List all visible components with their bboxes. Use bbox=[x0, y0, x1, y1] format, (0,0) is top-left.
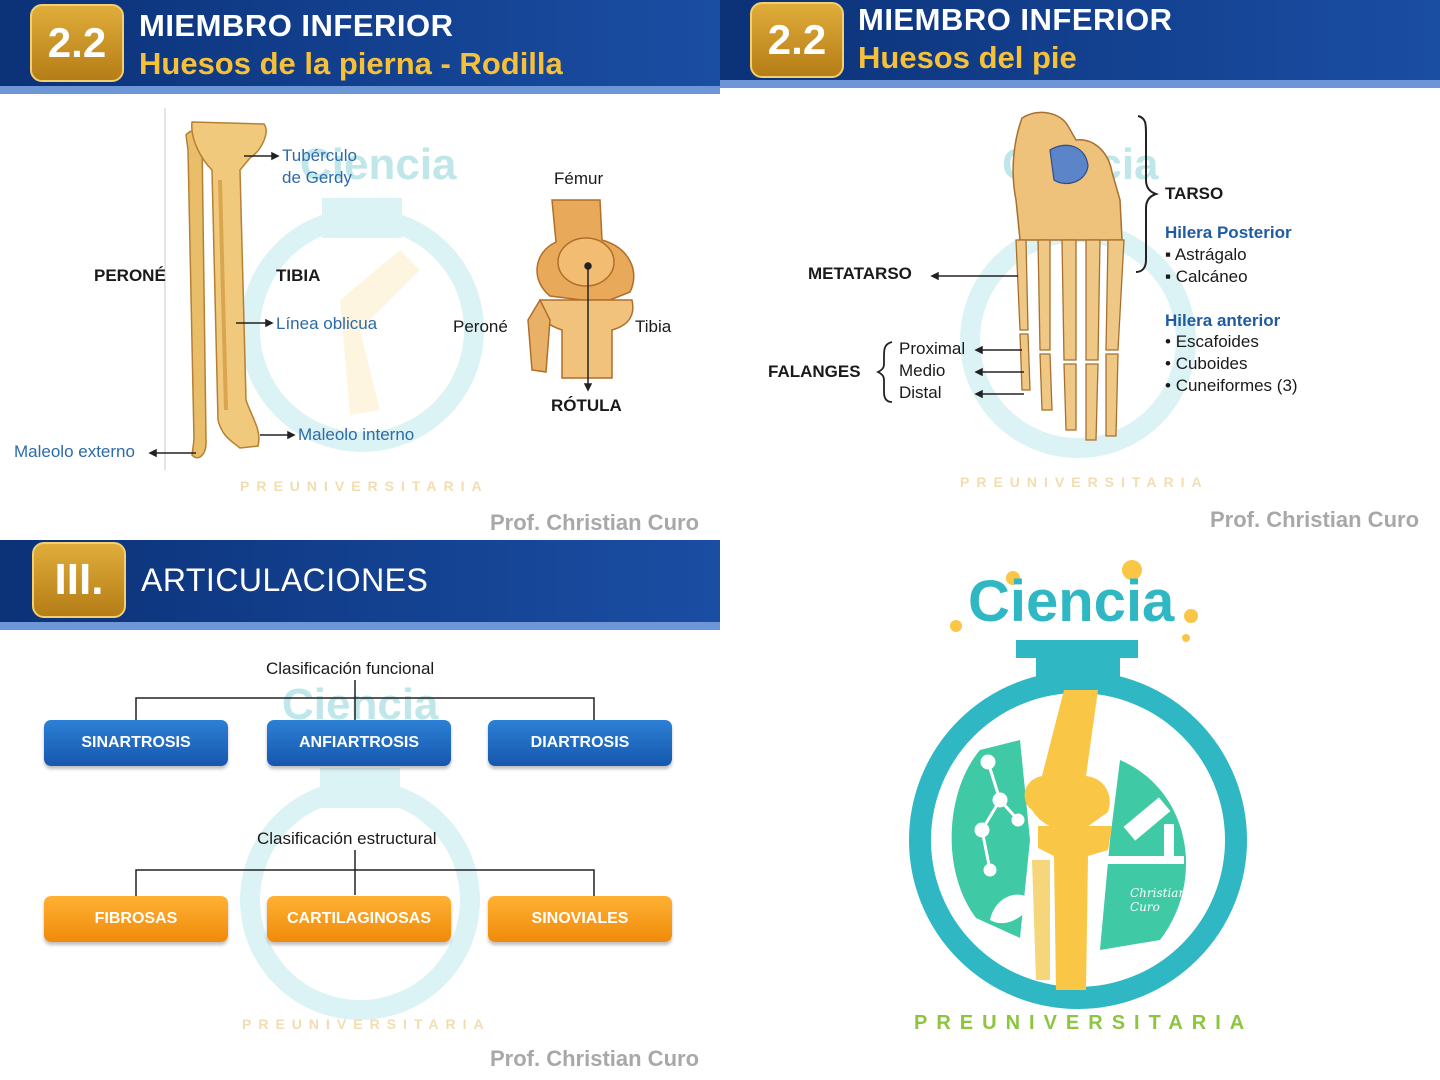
slide-title: ARTICULACIONES bbox=[141, 562, 429, 598]
label-clasificacion-funcional: Clasificación funcional bbox=[266, 659, 435, 678]
slide-title: MIEMBRO INFERIOR bbox=[858, 2, 1173, 37]
box-sinoviales: SINOVIALES bbox=[488, 896, 672, 942]
author-credit: Prof. Christian Curo bbox=[1210, 507, 1420, 532]
tibia-fibula-illustration bbox=[148, 108, 635, 470]
label-maleolo-interno: Maleolo interno bbox=[298, 425, 415, 444]
label-rotula: RÓTULA bbox=[551, 396, 622, 415]
box-fibrosas: FIBROSAS bbox=[44, 896, 228, 942]
label-cuneiformes: • Cuneiformes (3) bbox=[1165, 376, 1298, 395]
label-clasificacion-estructural: Clasificación estructural bbox=[257, 829, 437, 848]
label-calcaneo: ▪ Calcáneo bbox=[1165, 267, 1248, 286]
slide-leg-bones: 2.2 MIEMBRO INFERIOR Huesos de la pierna… bbox=[0, 0, 720, 540]
label-perone: PERONÉ bbox=[94, 266, 166, 285]
label-tibia: TIBIA bbox=[276, 266, 321, 285]
label-femur: Fémur bbox=[554, 169, 604, 188]
watermark-subtext: PREUNIVERSITARIA bbox=[242, 1016, 491, 1032]
label-medio: Medio bbox=[899, 361, 946, 380]
slide-header: 2.2 MIEMBRO INFERIOR Huesos de la pierna… bbox=[0, 0, 720, 94]
watermark-logo bbox=[240, 198, 484, 452]
watermark-text: Ciencia bbox=[300, 140, 457, 189]
label-tarso: TARSO bbox=[1165, 184, 1224, 203]
label-cuboides: • Cuboides bbox=[1165, 354, 1248, 373]
logo-title: Ciencia bbox=[968, 569, 1175, 634]
slide-subtitle: Huesos del pie bbox=[858, 40, 1077, 75]
author-credit: Prof. Christian Curo bbox=[490, 510, 700, 535]
slide-header: 2.2 MIEMBRO INFERIOR Huesos del pie bbox=[720, 0, 1440, 88]
label-hilera-anterior: Hilera anterior bbox=[1165, 311, 1281, 330]
ciencia-flask-logo bbox=[909, 560, 1247, 1009]
box-diartrosis: DIARTROSIS bbox=[488, 720, 672, 766]
label-metatarso: METATARSO bbox=[808, 264, 912, 283]
box-sinartrosis: SINARTROSIS bbox=[44, 720, 228, 766]
label-hilera-posterior: Hilera Posterior bbox=[1165, 223, 1292, 242]
slide-logo: Ciencia Christian Curo PREUNIVERSITARIA bbox=[720, 540, 1440, 1080]
slide-header: III. ARTICULACIONES bbox=[0, 540, 720, 630]
watermark-subtext: PREUNIVERSITARIA bbox=[960, 474, 1209, 490]
label-tuberculo-line1: Tubérculo bbox=[282, 146, 357, 165]
classification-connectors bbox=[135, 680, 595, 896]
label-perone-knee: Peroné bbox=[453, 317, 508, 336]
slide-articulaciones: III. ARTICULACIONES Ciencia PREUNIVERSIT… bbox=[0, 540, 720, 1080]
slide-subtitle: Huesos de la pierna - Rodilla bbox=[139, 46, 563, 81]
label-proximal: Proximal bbox=[899, 339, 966, 358]
box-cartilaginosas: CARTILAGINOSAS bbox=[267, 896, 451, 942]
label-falanges: FALANGES bbox=[768, 362, 861, 381]
section-badge: 2.2 bbox=[30, 4, 124, 82]
label-maleolo-externo: Maleolo externo bbox=[14, 442, 135, 461]
logo-subtitle: PREUNIVERSITARIA bbox=[914, 1012, 1254, 1034]
slide-title: MIEMBRO INFERIOR bbox=[139, 8, 454, 43]
label-astragalo: ▪ Astrágalo bbox=[1165, 245, 1247, 264]
slide-foot-bones: 2.2 MIEMBRO INFERIOR Huesos del pie Cien… bbox=[720, 0, 1440, 540]
label-linea-oblicua: Línea oblicua bbox=[276, 314, 378, 333]
watermark-subtext: PREUNIVERSITARIA bbox=[240, 478, 489, 494]
section-badge: III. bbox=[32, 542, 126, 618]
box-anfiartrosis: ANFIARTROSIS bbox=[267, 720, 451, 766]
label-tibia-knee: Tibia bbox=[635, 317, 672, 336]
section-badge: 2.2 bbox=[750, 2, 844, 78]
label-distal: Distal bbox=[899, 383, 942, 402]
label-tuberculo-line2: de Gerdy bbox=[282, 168, 352, 187]
logo-signature: Christian Curo bbox=[1130, 886, 1187, 914]
author-credit: Prof. Christian Curo bbox=[490, 1046, 700, 1071]
foot-bones-illustration bbox=[875, 111, 1160, 441]
label-escafoides: • Escafoides bbox=[1165, 332, 1259, 351]
watermark-logo bbox=[240, 768, 480, 1020]
